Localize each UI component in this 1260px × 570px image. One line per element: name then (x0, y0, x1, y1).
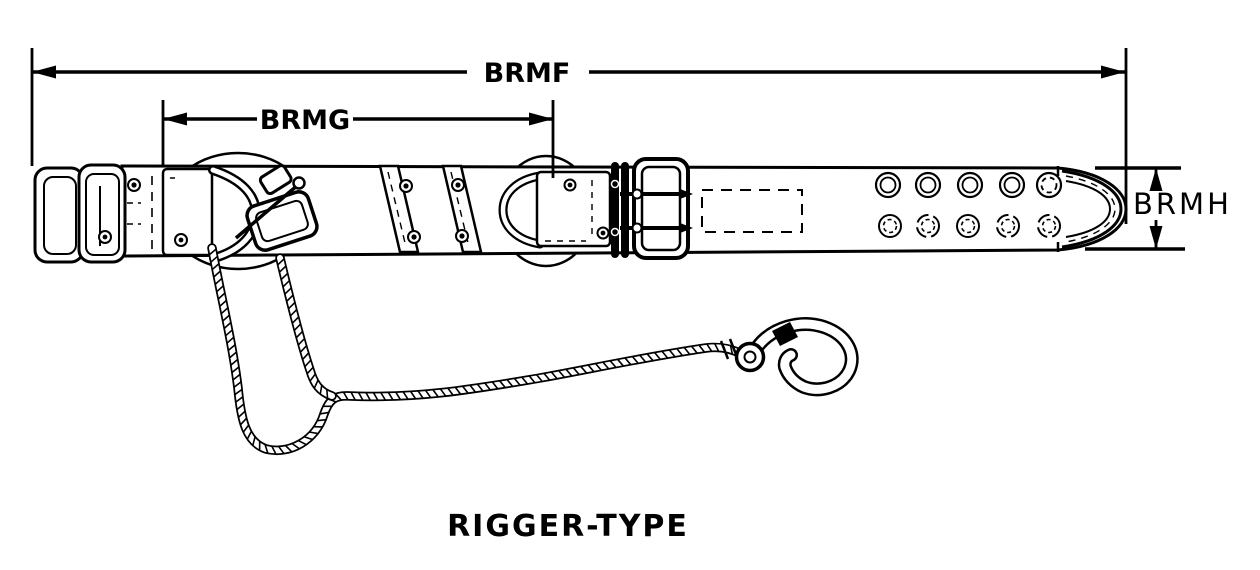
roller-buckle (610, 157, 693, 260)
belt-tip (1056, 166, 1123, 252)
friction-buckle (33, 163, 127, 264)
billet-stitching (127, 176, 153, 250)
brmf-label: BRMF (484, 58, 571, 89)
dimension-brmf: BRMF (30, 48, 1128, 224)
dimension-brmg: BRMG (161, 100, 555, 178)
strap-rivets (399, 178, 469, 244)
figure-title: RIGGER-TYPE (447, 509, 689, 544)
rivet (98, 230, 112, 244)
safety-hook (719, 317, 859, 397)
center-d-ring-plate (535, 170, 612, 248)
stitch-outline-patch (701, 189, 803, 233)
lanyard-snap-hook (234, 164, 319, 252)
rope-lanyard (207, 243, 746, 455)
tool-straps (378, 164, 483, 254)
grommet-row-top (874, 171, 1063, 199)
buckle-tongues (620, 188, 693, 234)
grommets (874, 171, 1063, 238)
hook-eye (734, 341, 766, 373)
hook-latch (772, 322, 798, 346)
left-d-ring-plate (161, 167, 214, 257)
dimension-brmh: BRMH (1085, 166, 1232, 251)
brmg-label: BRMG (260, 105, 350, 136)
brmh-label: BRMH (1133, 187, 1232, 221)
grommet-row-bottom (878, 214, 1061, 238)
